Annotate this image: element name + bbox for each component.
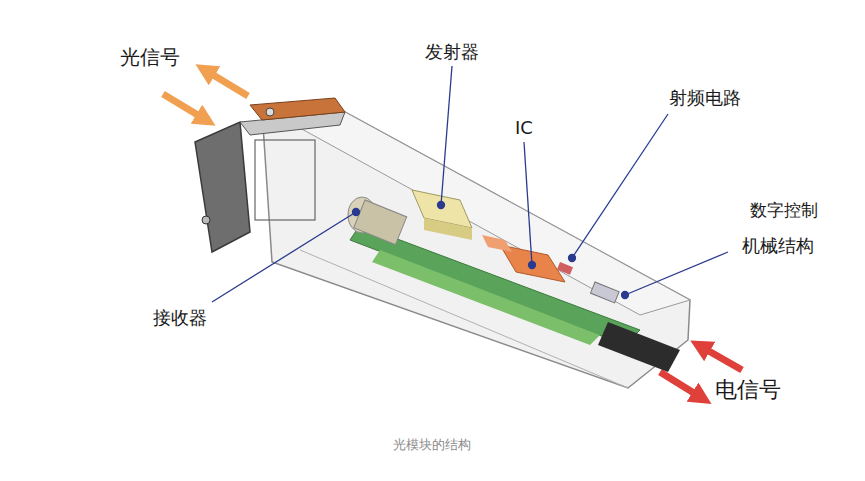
electric-arrow-out (660, 372, 702, 398)
leader-line (625, 252, 728, 295)
part-label: IC (515, 118, 533, 138)
port-frame (255, 140, 315, 220)
leader-line (212, 212, 356, 302)
leader-line (572, 114, 668, 258)
optical-arrow-out (205, 70, 248, 96)
latch-bail (250, 98, 345, 120)
housing (262, 110, 690, 388)
cage-pin (202, 216, 210, 224)
pcb-lower (372, 250, 600, 345)
front-cage (195, 122, 250, 252)
part-label: 光信号 (120, 46, 180, 68)
optic-barrel (354, 200, 407, 245)
figure-caption: 光模块的结构 (393, 436, 471, 454)
leader-dot (622, 292, 629, 299)
leader-dot (353, 209, 360, 216)
part-label: 发射器 (425, 42, 479, 62)
optical-arrow-in (163, 94, 206, 120)
leader-dot (438, 202, 445, 209)
ic-small (482, 235, 512, 252)
part-label: 电信号 (715, 378, 781, 402)
part-label: 接收器 (153, 308, 207, 328)
part-label: 机械结构 (742, 236, 814, 256)
transmitter-side (424, 218, 472, 240)
leader-line (441, 66, 452, 205)
latch-screw (266, 108, 274, 116)
electric-arrow-in (700, 346, 742, 370)
edge-connector (598, 322, 680, 372)
leader-dot (569, 255, 576, 262)
part-label: 射频电路 (669, 88, 741, 108)
leader-line (524, 142, 532, 265)
part-label: 数字控制 (750, 201, 818, 220)
digital-chip (591, 282, 620, 303)
rf-component (557, 262, 573, 275)
leader-dot (529, 262, 536, 269)
